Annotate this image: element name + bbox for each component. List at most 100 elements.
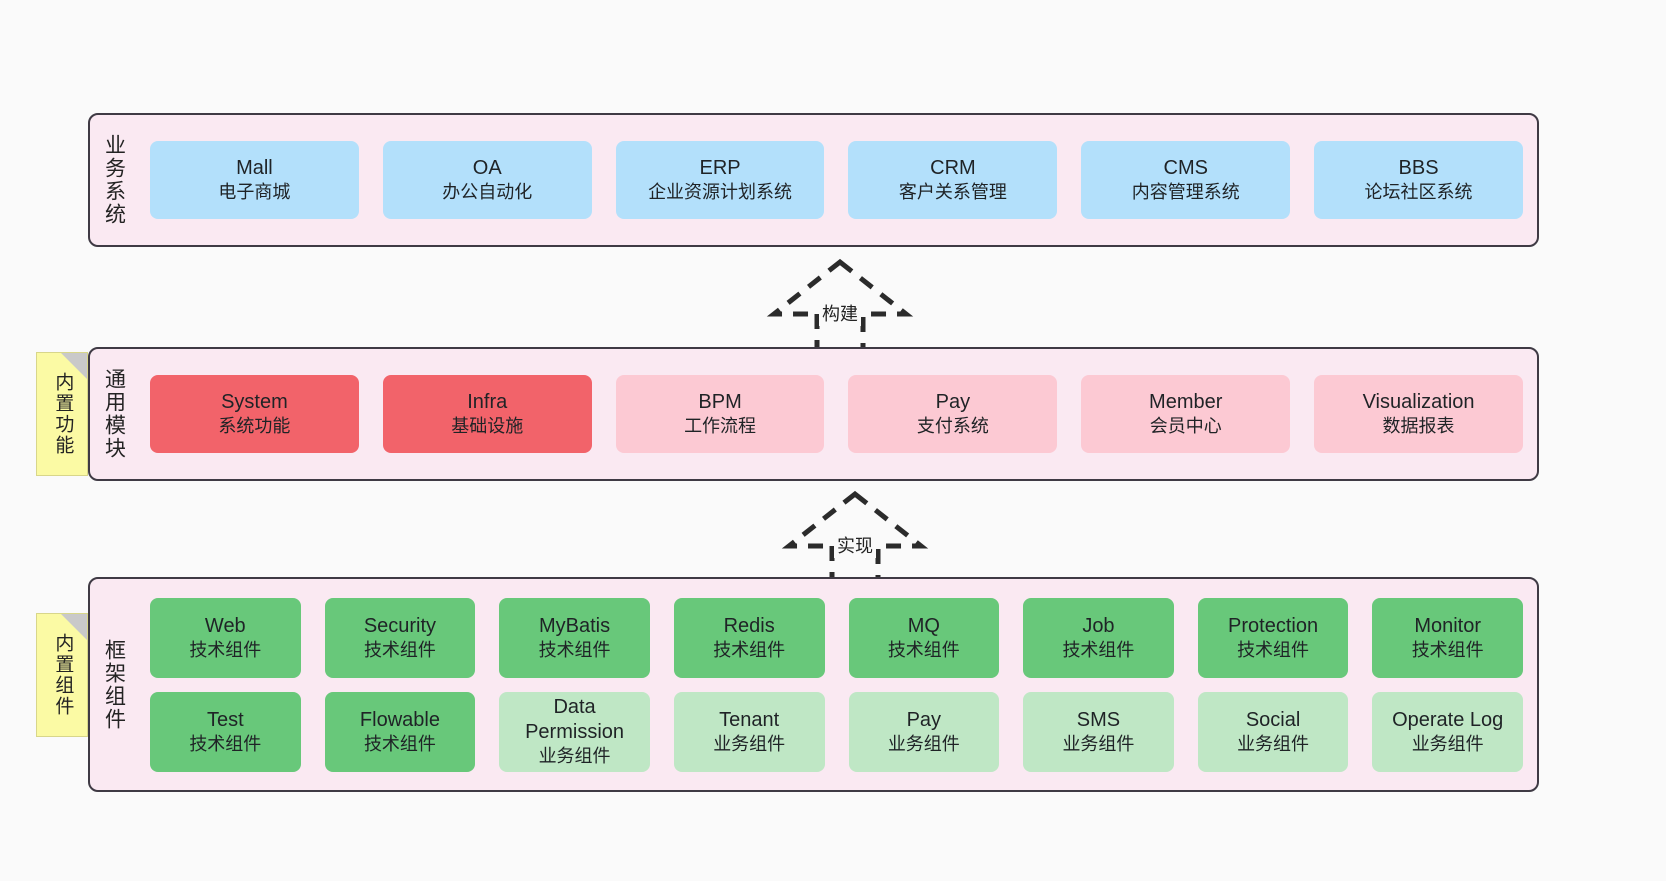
module-name: Visualization — [1362, 391, 1475, 414]
module-subtitle: 技术组件 — [1411, 639, 1484, 660]
note-label: 内置组件 — [52, 633, 74, 717]
module-box-infra[interactable]: Infra 基础设施 — [382, 375, 592, 453]
note-builtin-function: 内置功能 — [36, 352, 88, 476]
module-box-security[interactable]: Security 技术组件 — [324, 597, 476, 678]
layer-label-framework: 框架组件 — [102, 638, 126, 731]
module-subtitle: 技术组件 — [713, 639, 786, 660]
module-name: MQ — [907, 614, 940, 637]
module-box-protection[interactable]: Protection 技术组件 — [1197, 597, 1349, 678]
module-box-bpm[interactable]: BPM 工作流程 — [615, 375, 825, 453]
module-row: Mall 电子商城 OA 办公自动化 ERP 企业资源计划系统 CRM 客户关系… — [150, 141, 1523, 219]
module-box-monitor[interactable]: Monitor 技术组件 — [1372, 597, 1523, 678]
module-subtitle: 支付系统 — [916, 416, 989, 437]
layer-business-system: 业务系统 Mall 电子商城 OA 办公自动化 ERP 企业资源计划系统 CRM… — [88, 113, 1539, 247]
module-box-member[interactable]: Member 会员中心 — [1081, 375, 1291, 453]
module-row: Web 技术组件 Security 技术组件 MyBatis 技术组件 Redi… — [150, 597, 1523, 678]
layer-framework-component: 框架组件 Web 技术组件 Security 技术组件 MyBatis 技术组件… — [88, 577, 1539, 792]
module-name: Redis — [723, 614, 775, 637]
module-box-redis[interactable]: Redis 技术组件 — [673, 597, 825, 678]
module-subtitle: 系统功能 — [218, 416, 291, 437]
module-subtitle: 技术组件 — [363, 639, 436, 660]
module-name: Pay — [906, 708, 942, 731]
module-name: Web — [204, 614, 246, 637]
note-label: 内置功能 — [52, 372, 74, 456]
module-box-bbs[interactable]: BBS 论坛社区系统 — [1314, 141, 1523, 219]
module-subtitle: 业务组件 — [713, 733, 786, 754]
module-subtitle: 企业资源计划系统 — [648, 182, 793, 203]
module-box-operate-log[interactable]: Operate Log 业务组件 — [1372, 691, 1523, 772]
module-name: CRM — [930, 157, 976, 180]
module-name: Pay — [935, 391, 971, 414]
module-box-tenant[interactable]: Tenant 业务组件 — [673, 691, 825, 772]
module-name: Mall — [236, 157, 273, 180]
layer-common-module: 通用模块 System 系统功能 Infra 基础设施 BPM 工作流程 Pay… — [88, 347, 1539, 481]
module-box-mybatis[interactable]: MyBatis 技术组件 — [499, 597, 650, 678]
module-subtitle: 办公自动化 — [442, 182, 533, 203]
module-subtitle: 技术组件 — [1062, 639, 1135, 660]
module-subtitle: 技术组件 — [189, 733, 262, 754]
module-box-erp[interactable]: ERP 企业资源计划系统 — [615, 141, 825, 219]
module-name: Monitor — [1414, 614, 1482, 637]
module-box-mall[interactable]: Mall 电子商城 — [150, 141, 359, 219]
module-subtitle: 内容管理系统 — [1131, 182, 1240, 203]
module-box-system[interactable]: System 系统功能 — [150, 375, 359, 453]
module-box-pay[interactable]: Pay 支付系统 — [848, 375, 1058, 453]
module-subtitle: 业务组件 — [1062, 733, 1135, 754]
module-box-oa[interactable]: OA 办公自动化 — [382, 141, 592, 219]
module-box-data-permission[interactable]: Data Permission 业务组件 — [499, 691, 650, 772]
module-row: System 系统功能 Infra 基础设施 BPM 工作流程 Pay 支付系统… — [150, 375, 1523, 453]
module-name: System — [221, 391, 288, 414]
layer-label-common: 通用模块 — [102, 368, 126, 460]
module-subtitle: 论坛社区系统 — [1364, 182, 1473, 203]
module-subtitle: 电子商城 — [218, 182, 291, 203]
module-box-pay-business[interactable]: Pay 业务组件 — [848, 691, 1000, 772]
module-box-mq[interactable]: MQ 技术组件 — [848, 597, 1000, 678]
module-name: MyBatis — [539, 614, 611, 637]
module-name: ERP — [699, 157, 741, 180]
connector-implement: 实现 — [775, 488, 935, 586]
layer-body-business: Mall 电子商城 OA 办公自动化 ERP 企业资源计划系统 CRM 客户关系… — [136, 115, 1537, 245]
module-name: Protection — [1228, 614, 1319, 637]
connector-label-implement: 实现 — [834, 532, 876, 558]
module-name: Member — [1149, 391, 1223, 414]
module-name: Data Permission — [525, 695, 625, 744]
module-box-social[interactable]: Social 业务组件 — [1197, 691, 1349, 772]
module-name: Infra — [467, 391, 508, 414]
module-box-cms[interactable]: CMS 内容管理系统 — [1081, 141, 1291, 219]
module-name: Flowable — [359, 708, 440, 731]
module-box-job[interactable]: Job 技术组件 — [1023, 597, 1174, 678]
note-fold-corner-icon — [61, 614, 87, 640]
module-box-crm[interactable]: CRM 客户关系管理 — [848, 141, 1058, 219]
note-builtin-component: 内置组件 — [36, 613, 88, 737]
connector-label-build: 构建 — [819, 300, 861, 326]
module-subtitle: 业务组件 — [1237, 733, 1310, 754]
layer-body-common: System 系统功能 Infra 基础设施 BPM 工作流程 Pay 支付系统… — [136, 349, 1537, 479]
module-name: Test — [206, 708, 244, 731]
module-subtitle: 工作流程 — [684, 416, 757, 437]
module-box-web[interactable]: Web 技术组件 — [150, 597, 301, 678]
module-name: CMS — [1163, 157, 1208, 180]
module-subtitle: 技术组件 — [887, 639, 960, 660]
module-name: OA — [472, 157, 502, 180]
module-box-sms[interactable]: SMS 业务组件 — [1023, 691, 1174, 772]
module-subtitle: 技术组件 — [538, 639, 611, 660]
module-name: Social — [1245, 708, 1301, 731]
module-subtitle: 数据报表 — [1382, 416, 1455, 437]
module-row: Test 技术组件 Flowable 技术组件 Data Permission … — [150, 691, 1523, 772]
module-subtitle: 技术组件 — [1237, 639, 1310, 660]
module-subtitle: 业务组件 — [538, 746, 611, 767]
module-subtitle: 会员中心 — [1149, 416, 1222, 437]
module-name: Tenant — [719, 708, 780, 731]
module-name: Operate Log — [1392, 708, 1504, 731]
module-name: BPM — [698, 391, 742, 414]
module-box-test[interactable]: Test 技术组件 — [150, 691, 301, 772]
connector-build: 构建 — [760, 256, 920, 354]
module-subtitle: 业务组件 — [887, 733, 960, 754]
module-box-flowable[interactable]: Flowable 技术组件 — [324, 691, 476, 772]
layer-body-framework: Web 技术组件 Security 技术组件 MyBatis 技术组件 Redi… — [136, 579, 1537, 790]
module-box-visualization[interactable]: Visualization 数据报表 — [1314, 375, 1523, 453]
module-subtitle: 技术组件 — [363, 733, 436, 754]
layer-label-business: 业务系统 — [102, 134, 126, 226]
module-name: Security — [363, 614, 437, 637]
